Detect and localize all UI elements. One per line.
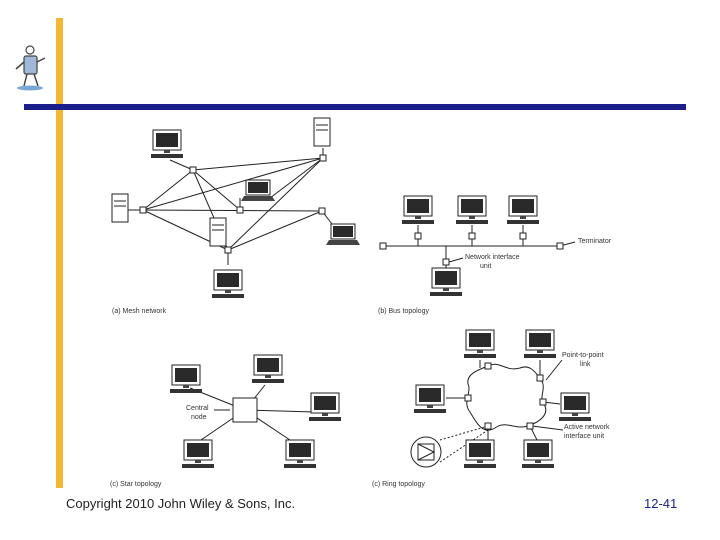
computer-icon	[211, 269, 245, 299]
central-label: Central	[186, 405, 209, 412]
active-label-2: interface unit	[564, 433, 604, 440]
ring-node	[539, 398, 547, 406]
p2p-label-2: link	[580, 361, 591, 368]
server-icon	[209, 217, 227, 247]
network-interface-label-2: unit	[480, 263, 491, 270]
ring-node	[484, 362, 492, 370]
server-icon	[111, 193, 129, 223]
computer-icon	[521, 439, 555, 469]
ring-node	[484, 422, 492, 430]
slide-number: 12-41	[644, 496, 678, 511]
active-label: Active network	[564, 424, 610, 431]
ring-node	[464, 394, 472, 402]
computer-icon	[558, 392, 592, 422]
mesh-node	[318, 207, 326, 215]
bus-node	[414, 232, 422, 240]
server-icon	[313, 117, 331, 147]
mesh-node	[319, 154, 327, 162]
copyright-text: Copyright 2010 John Wiley & Sons, Inc.	[66, 496, 296, 511]
accent-bar	[56, 18, 63, 488]
laptop-icon	[240, 179, 276, 202]
computer-icon	[169, 364, 203, 394]
mesh-caption: (a) Mesh network	[112, 308, 167, 315]
terminator-node	[379, 242, 387, 250]
computer-icon	[181, 439, 215, 469]
bus-node	[468, 232, 476, 240]
mesh-node	[139, 206, 147, 214]
mesh-node	[189, 166, 197, 174]
p2p-label: Point-to-point	[562, 352, 604, 359]
computer-icon	[523, 329, 557, 359]
computer-icon	[463, 439, 497, 469]
computer-icon	[455, 195, 489, 225]
terminator-label: Terminator	[578, 238, 612, 245]
bus-node	[519, 232, 527, 240]
computer-icon	[429, 267, 463, 297]
network-interface-label: Network interface	[465, 254, 520, 261]
terminator-node	[556, 242, 564, 250]
laptop-icon	[325, 223, 361, 246]
ring-node	[536, 374, 544, 382]
mesh-node	[236, 206, 244, 214]
computer-icon	[308, 392, 342, 422]
computer-icon	[283, 439, 317, 469]
computer-icon	[506, 195, 540, 225]
computer-icon	[150, 129, 184, 159]
central-label-2: node	[191, 414, 207, 421]
computer-icon	[401, 195, 435, 225]
central-node	[232, 397, 258, 423]
mesh-node	[224, 246, 232, 254]
magnified-interface-icon	[410, 436, 442, 468]
computer-icon	[251, 354, 285, 384]
bus-node	[442, 258, 450, 266]
ring-caption: (c) Ring topology	[372, 481, 425, 488]
computer-icon	[463, 329, 497, 359]
ring-node	[526, 422, 534, 430]
mascot-icon	[15, 45, 46, 91]
star-caption: (c) Star topology	[110, 481, 162, 488]
bus-caption: (b) Bus topology	[378, 308, 429, 315]
title-rule	[24, 104, 686, 110]
computer-icon	[413, 384, 447, 414]
